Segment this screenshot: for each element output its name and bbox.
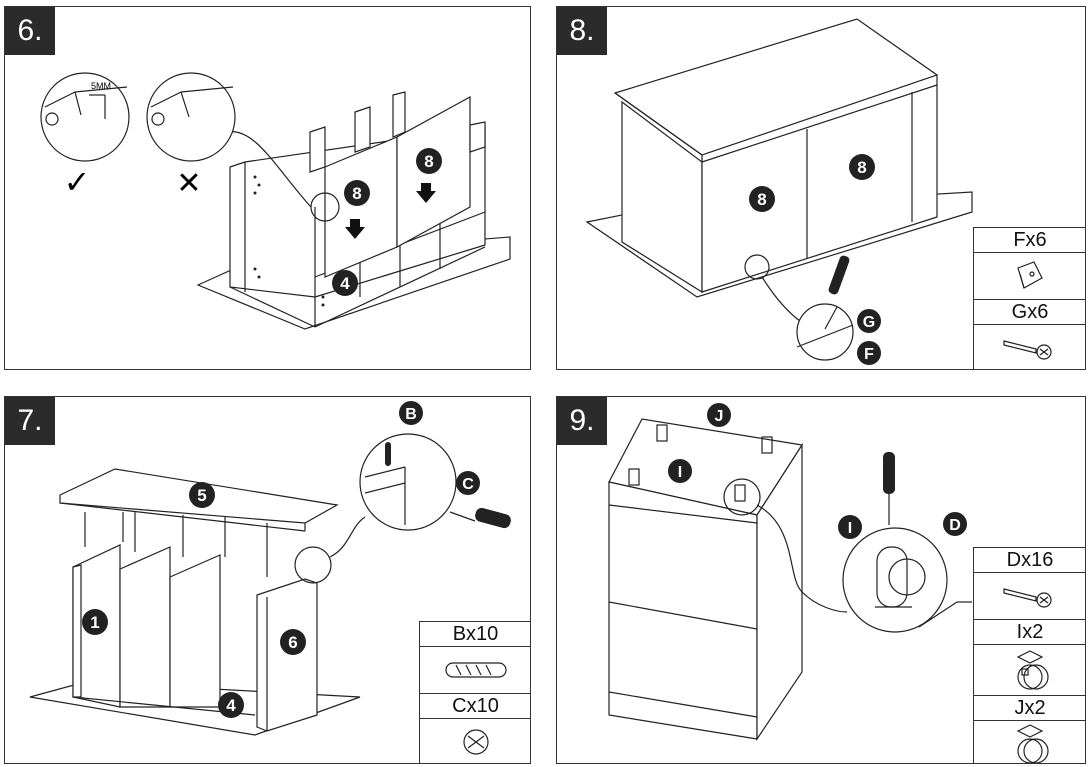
svg-text:I: I xyxy=(848,520,852,537)
callout-j: J xyxy=(707,403,731,427)
svg-text:8: 8 xyxy=(857,158,866,177)
part-label: Jx2 xyxy=(974,696,1085,721)
svg-text:J: J xyxy=(715,408,724,425)
step-8-illustration: 8 8 G F xyxy=(585,18,973,365)
svg-text:8: 8 xyxy=(424,152,433,171)
part-image xyxy=(974,721,1085,763)
panel-step-7: 5 1 6 4 B C 7. Bx10 Cx10 xyxy=(4,396,531,764)
callout-8-right: 8 xyxy=(416,148,442,174)
part-label: Dx16 xyxy=(974,548,1085,573)
svg-text:5: 5 xyxy=(197,486,206,505)
step-7-illustration: 5 1 6 4 B C xyxy=(29,401,511,736)
cam-lock-icon xyxy=(462,729,489,755)
svg-text:D: D xyxy=(949,517,961,534)
part-label: Ix2 xyxy=(974,620,1085,645)
svg-text:F: F xyxy=(864,346,874,363)
step-number: 6. xyxy=(5,7,55,55)
callout-i-detail: I xyxy=(838,515,862,539)
callout-4: 4 xyxy=(332,270,358,296)
part-image xyxy=(420,719,530,763)
callout-8-left: 8 xyxy=(344,180,370,206)
step-number: 9. xyxy=(557,397,607,445)
part-label: Bx10 xyxy=(420,622,530,647)
svg-text:B: B xyxy=(405,406,417,423)
part-label: Cx10 xyxy=(420,694,530,719)
svg-text:8: 8 xyxy=(757,190,766,209)
panel-step-8: 8 8 G F 8. Fx6 Gx6 xyxy=(556,6,1086,370)
step-number: 7. xyxy=(5,397,55,445)
svg-text:4: 4 xyxy=(226,696,236,715)
screw-icon xyxy=(1003,588,1052,608)
callout-i-top: I xyxy=(668,459,692,483)
svg-text:1: 1 xyxy=(90,613,99,632)
callout-c: C xyxy=(456,471,480,495)
callout-g: G xyxy=(857,309,881,333)
callout-1: 1 xyxy=(82,609,108,635)
caster-brake-icon xyxy=(1016,650,1049,690)
part-image xyxy=(974,325,1085,369)
svg-text:I: I xyxy=(678,464,682,481)
caster-icon xyxy=(1016,724,1049,763)
incorrect-mark-icon: ✕ xyxy=(176,167,201,200)
measure-label: 5MM xyxy=(91,81,111,91)
part-label: Gx6 xyxy=(974,300,1085,325)
parts-table: Bx10 Cx10 xyxy=(419,621,530,763)
dowel-icon xyxy=(444,662,507,678)
screw-icon xyxy=(1003,340,1052,360)
step-number: 8. xyxy=(557,7,607,55)
correct-mark-icon: ✓ xyxy=(64,164,91,200)
step-9-illustration: J I I D xyxy=(608,403,972,741)
step-6-illustration: 8 8 4 5MM ✓ ✕ xyxy=(40,72,511,330)
callout-8-right: 8 xyxy=(849,154,875,180)
bracket-icon xyxy=(1017,261,1043,289)
svg-text:C: C xyxy=(462,476,474,493)
svg-text:6: 6 xyxy=(288,633,297,652)
svg-text:G: G xyxy=(863,314,875,331)
callout-5: 5 xyxy=(189,482,215,508)
panel-step-6: 8 8 4 5MM ✓ ✕ 6. xyxy=(4,6,531,370)
part-image xyxy=(974,253,1085,300)
parts-table: Fx6 Gx6 xyxy=(973,227,1085,369)
callout-f: F xyxy=(857,341,881,365)
callout-b: B xyxy=(399,401,423,425)
callout-d: D xyxy=(943,512,967,536)
panel-step-9: J I I D 9. Dx16 Ix2 Jx2 xyxy=(556,396,1086,764)
callout-6: 6 xyxy=(280,629,306,655)
part-image xyxy=(974,573,1085,620)
svg-text:4: 4 xyxy=(340,274,350,293)
svg-text:8: 8 xyxy=(352,184,361,203)
part-image xyxy=(420,647,530,694)
part-image xyxy=(974,645,1085,696)
parts-table: Dx16 Ix2 Jx2 xyxy=(973,547,1085,763)
callout-8-left: 8 xyxy=(749,186,775,212)
part-label: Fx6 xyxy=(974,228,1085,253)
callout-4: 4 xyxy=(218,692,244,718)
